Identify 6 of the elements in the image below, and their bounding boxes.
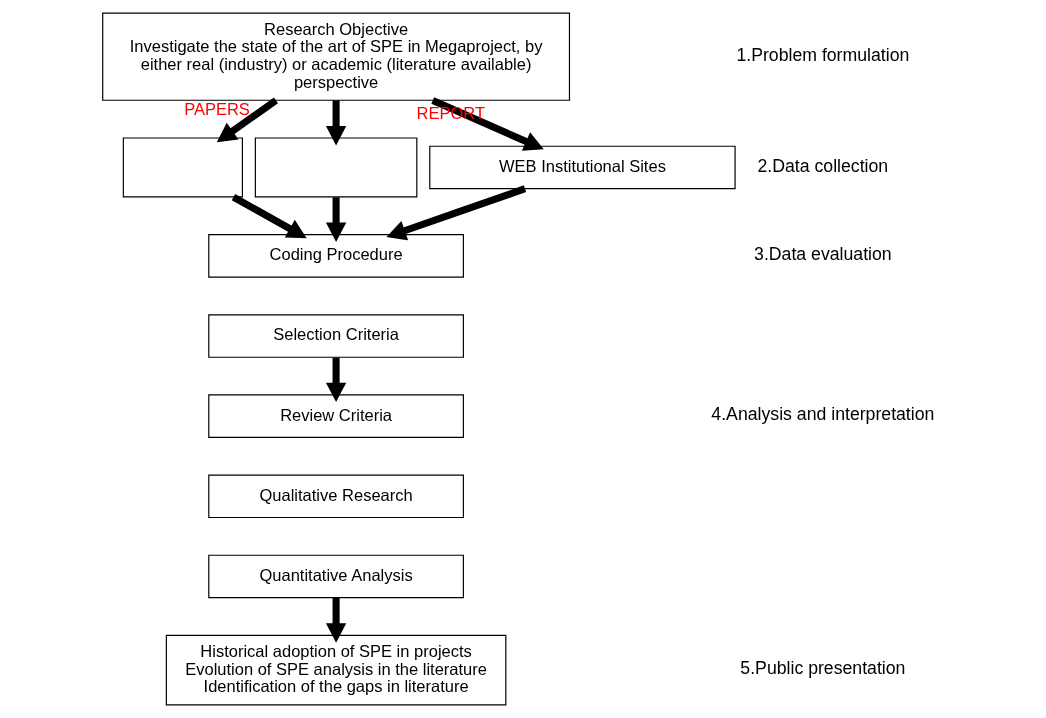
edge-label: PAPERS: [183, 99, 250, 118]
label: 5.Public presentation: [739, 658, 905, 679]
label: 1.Problem formulation: [735, 44, 909, 65]
label: 4.Analysis and interpretation: [710, 404, 934, 425]
label: 3.Data evaluation: [753, 243, 892, 264]
label: 2.Data collection: [757, 155, 888, 176]
